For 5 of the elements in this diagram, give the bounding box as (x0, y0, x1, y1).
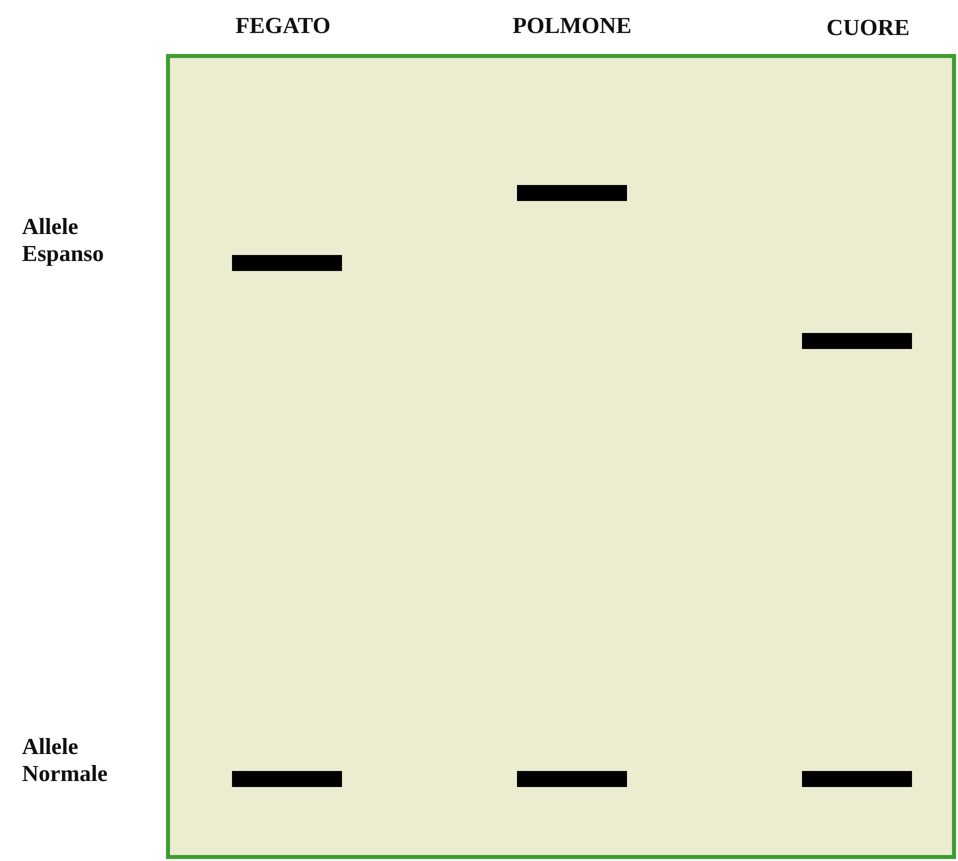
lane-label: POLMONE (512, 12, 632, 39)
lane-label: FEGATO (234, 12, 332, 39)
band-label: Allele Normale (22, 733, 109, 787)
lane-label: CUORE (825, 14, 911, 41)
band-label: Allele Espanso (22, 213, 105, 267)
